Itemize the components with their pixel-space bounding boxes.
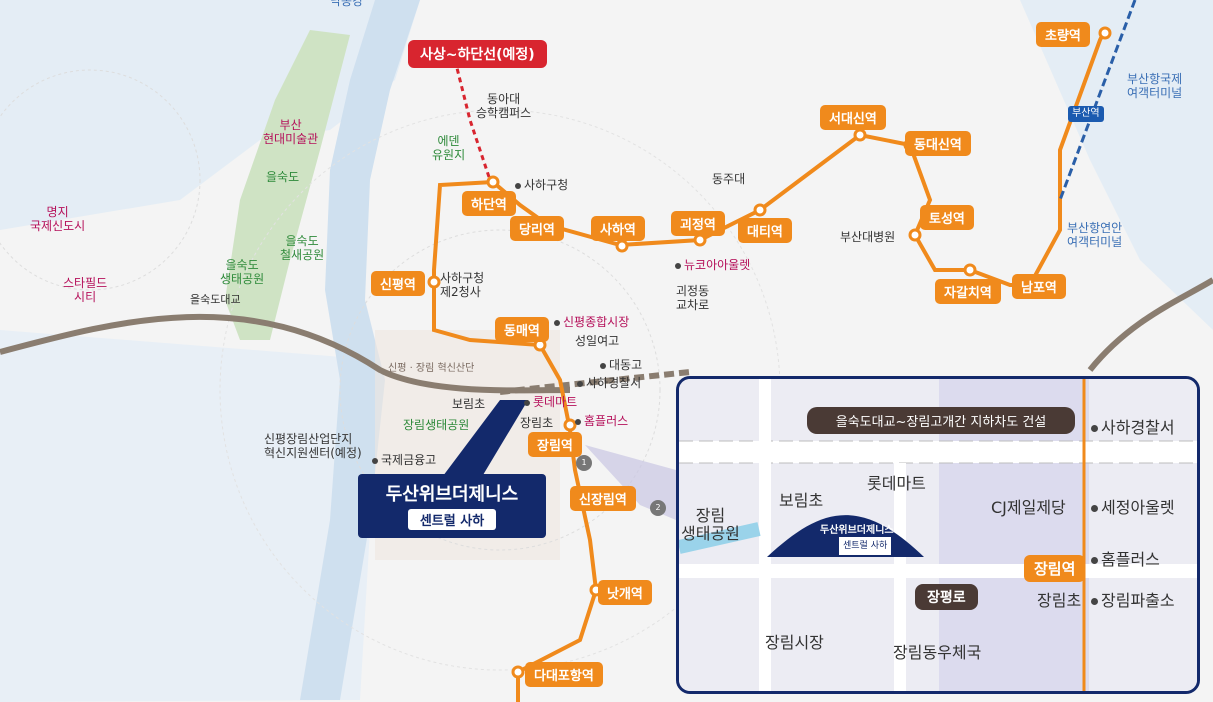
- inset-map[interactable]: 을숙도대교~장림고개간 지하차도 건설 사하경찰서 롯데마트 보림초 CJ제일제…: [676, 376, 1200, 694]
- label-industrial: 신평장림산업단지 혁신지원센터(예정): [264, 432, 362, 460]
- station-dangni[interactable]: 당리역: [510, 216, 564, 241]
- inset-cj: CJ제일제당: [991, 498, 1066, 517]
- callout-title: 두산위브더제니스: [385, 484, 519, 505]
- inset-police-box: 장림파출소: [1091, 592, 1175, 610]
- station-sinpyeong[interactable]: 신평역: [371, 271, 425, 296]
- ring-center: [339, 229, 661, 551]
- inset-jangrim-elem: 장림초: [1037, 591, 1082, 610]
- label-bridge: 을숙도대교: [190, 293, 241, 306]
- inset-sejong: 세정아울렛: [1091, 499, 1175, 517]
- label-saha-2nd: 사하구청 제2청사: [440, 271, 485, 299]
- inset-park: 장림 생태공원: [681, 506, 740, 543]
- station-seodaesin[interactable]: 서대신역: [820, 105, 886, 130]
- label-coastal-terminal: 부산항연안 여객터미널: [1067, 221, 1123, 249]
- label-innovation: 신평 · 장림 혁신산단: [388, 363, 475, 374]
- label-myeongji: 명지 국제신도시: [30, 205, 86, 233]
- inset-banner: 을숙도대교~장림고개간 지하차도 건설: [807, 407, 1075, 434]
- line2-badge: 2: [650, 500, 666, 516]
- inset-bldg-title: 두산위브더제니스: [820, 525, 894, 536]
- label-daedong: 대동고: [600, 358, 642, 372]
- label-seongil: 성일여고: [575, 334, 620, 348]
- station-choryang[interactable]: 초량역: [1036, 22, 1090, 47]
- station-goejeong[interactable]: 괴정역: [671, 211, 725, 236]
- station-dongmae[interactable]: 동매역: [495, 317, 549, 342]
- label-lotte: 롯데마트: [524, 395, 577, 409]
- label-jangrim-park: 장림생태공원: [403, 418, 470, 432]
- label-busan-station: 부산역: [1068, 106, 1104, 122]
- ring-left: [0, 69, 201, 291]
- label-starfield: 스타필드 시티: [63, 276, 108, 304]
- project-callout[interactable]: 두산위브더제니스 센트럴 사하: [358, 474, 546, 538]
- station-jagalchi[interactable]: 자갈치역: [935, 279, 1001, 304]
- inset-lotte: 롯데마트: [867, 474, 926, 493]
- inset-bldg-sub: 센트럴 사하: [839, 537, 892, 555]
- eulsukdo-island: [225, 30, 350, 340]
- inset-borim: 보림초: [779, 491, 824, 510]
- station-sinjangrim[interactable]: 신장림역: [570, 486, 636, 511]
- label-saha-police: 사하경찰서: [577, 376, 641, 390]
- station-daeti[interactable]: 대티역: [738, 218, 792, 243]
- station-nampo[interactable]: 남포역: [1012, 274, 1066, 299]
- label-ecology-park: 을숙도 생태공원: [220, 258, 265, 286]
- station-dadaepo[interactable]: 다대포항역: [525, 662, 603, 687]
- inset-homeplus: 홈플러스: [1091, 551, 1160, 569]
- label-homeplus: 홈플러스: [575, 414, 628, 428]
- label-borim: 보림초: [452, 397, 486, 411]
- callout-subtitle: 센트럴 사하: [407, 509, 497, 530]
- highway-east: [1087, 277, 1213, 372]
- nakdong-river: [300, 0, 420, 700]
- station-toseong[interactable]: 토성역: [920, 205, 974, 230]
- callout-pointer: [440, 400, 528, 480]
- station-natgae[interactable]: 낫개역: [598, 580, 652, 605]
- line1-badge: 1: [576, 455, 592, 471]
- label-dongju: 동주대: [712, 172, 746, 186]
- sea-area: [1020, 0, 1213, 330]
- inset-post-office: 장림동우체국: [893, 643, 982, 662]
- label-jangrim-elem: 장림초: [520, 416, 554, 430]
- inset-road: 장평로: [915, 584, 978, 610]
- label-tax-office: 국제금융고: [372, 453, 436, 467]
- label-saha-office: 사하구청: [515, 178, 568, 192]
- inset-market: 장림시장: [765, 633, 824, 652]
- station-saha[interactable]: 사하역: [591, 216, 645, 241]
- station-dongdaesin[interactable]: 동대신역: [905, 131, 971, 156]
- planned-line: [453, 59, 492, 181]
- station-jangrim[interactable]: 장림역: [528, 432, 582, 457]
- label-goejeong-cross: 괴정동 교차로: [676, 284, 710, 312]
- label-eulsukdo: 을숙도: [266, 170, 300, 184]
- label-newcore: 뉴코아아울렛: [675, 258, 750, 272]
- inset-saha-police: 사하경찰서: [1091, 419, 1175, 437]
- inset-station[interactable]: 장림역: [1024, 555, 1086, 582]
- river-mouth: [0, 330, 380, 702]
- label-busan-hospital: 부산대병원: [840, 230, 896, 244]
- label-migratory-park: 을숙도 철새공원: [280, 234, 325, 262]
- label-dong-a: 동아대 승학캠퍼스: [476, 92, 532, 120]
- label-eden: 에덴 유원지: [432, 134, 466, 162]
- nakdong-label: 낙동강: [330, 0, 364, 8]
- label-intl-terminal: 부산항국제 여객터미널: [1127, 72, 1183, 100]
- label-art-museum: 부산 현대미술관: [263, 118, 319, 146]
- station-hadan[interactable]: 하단역: [462, 191, 516, 216]
- label-sinpyeong-market: 신평종합시장: [554, 315, 629, 329]
- planned-line-label[interactable]: 사상~하단선(예정): [408, 40, 547, 68]
